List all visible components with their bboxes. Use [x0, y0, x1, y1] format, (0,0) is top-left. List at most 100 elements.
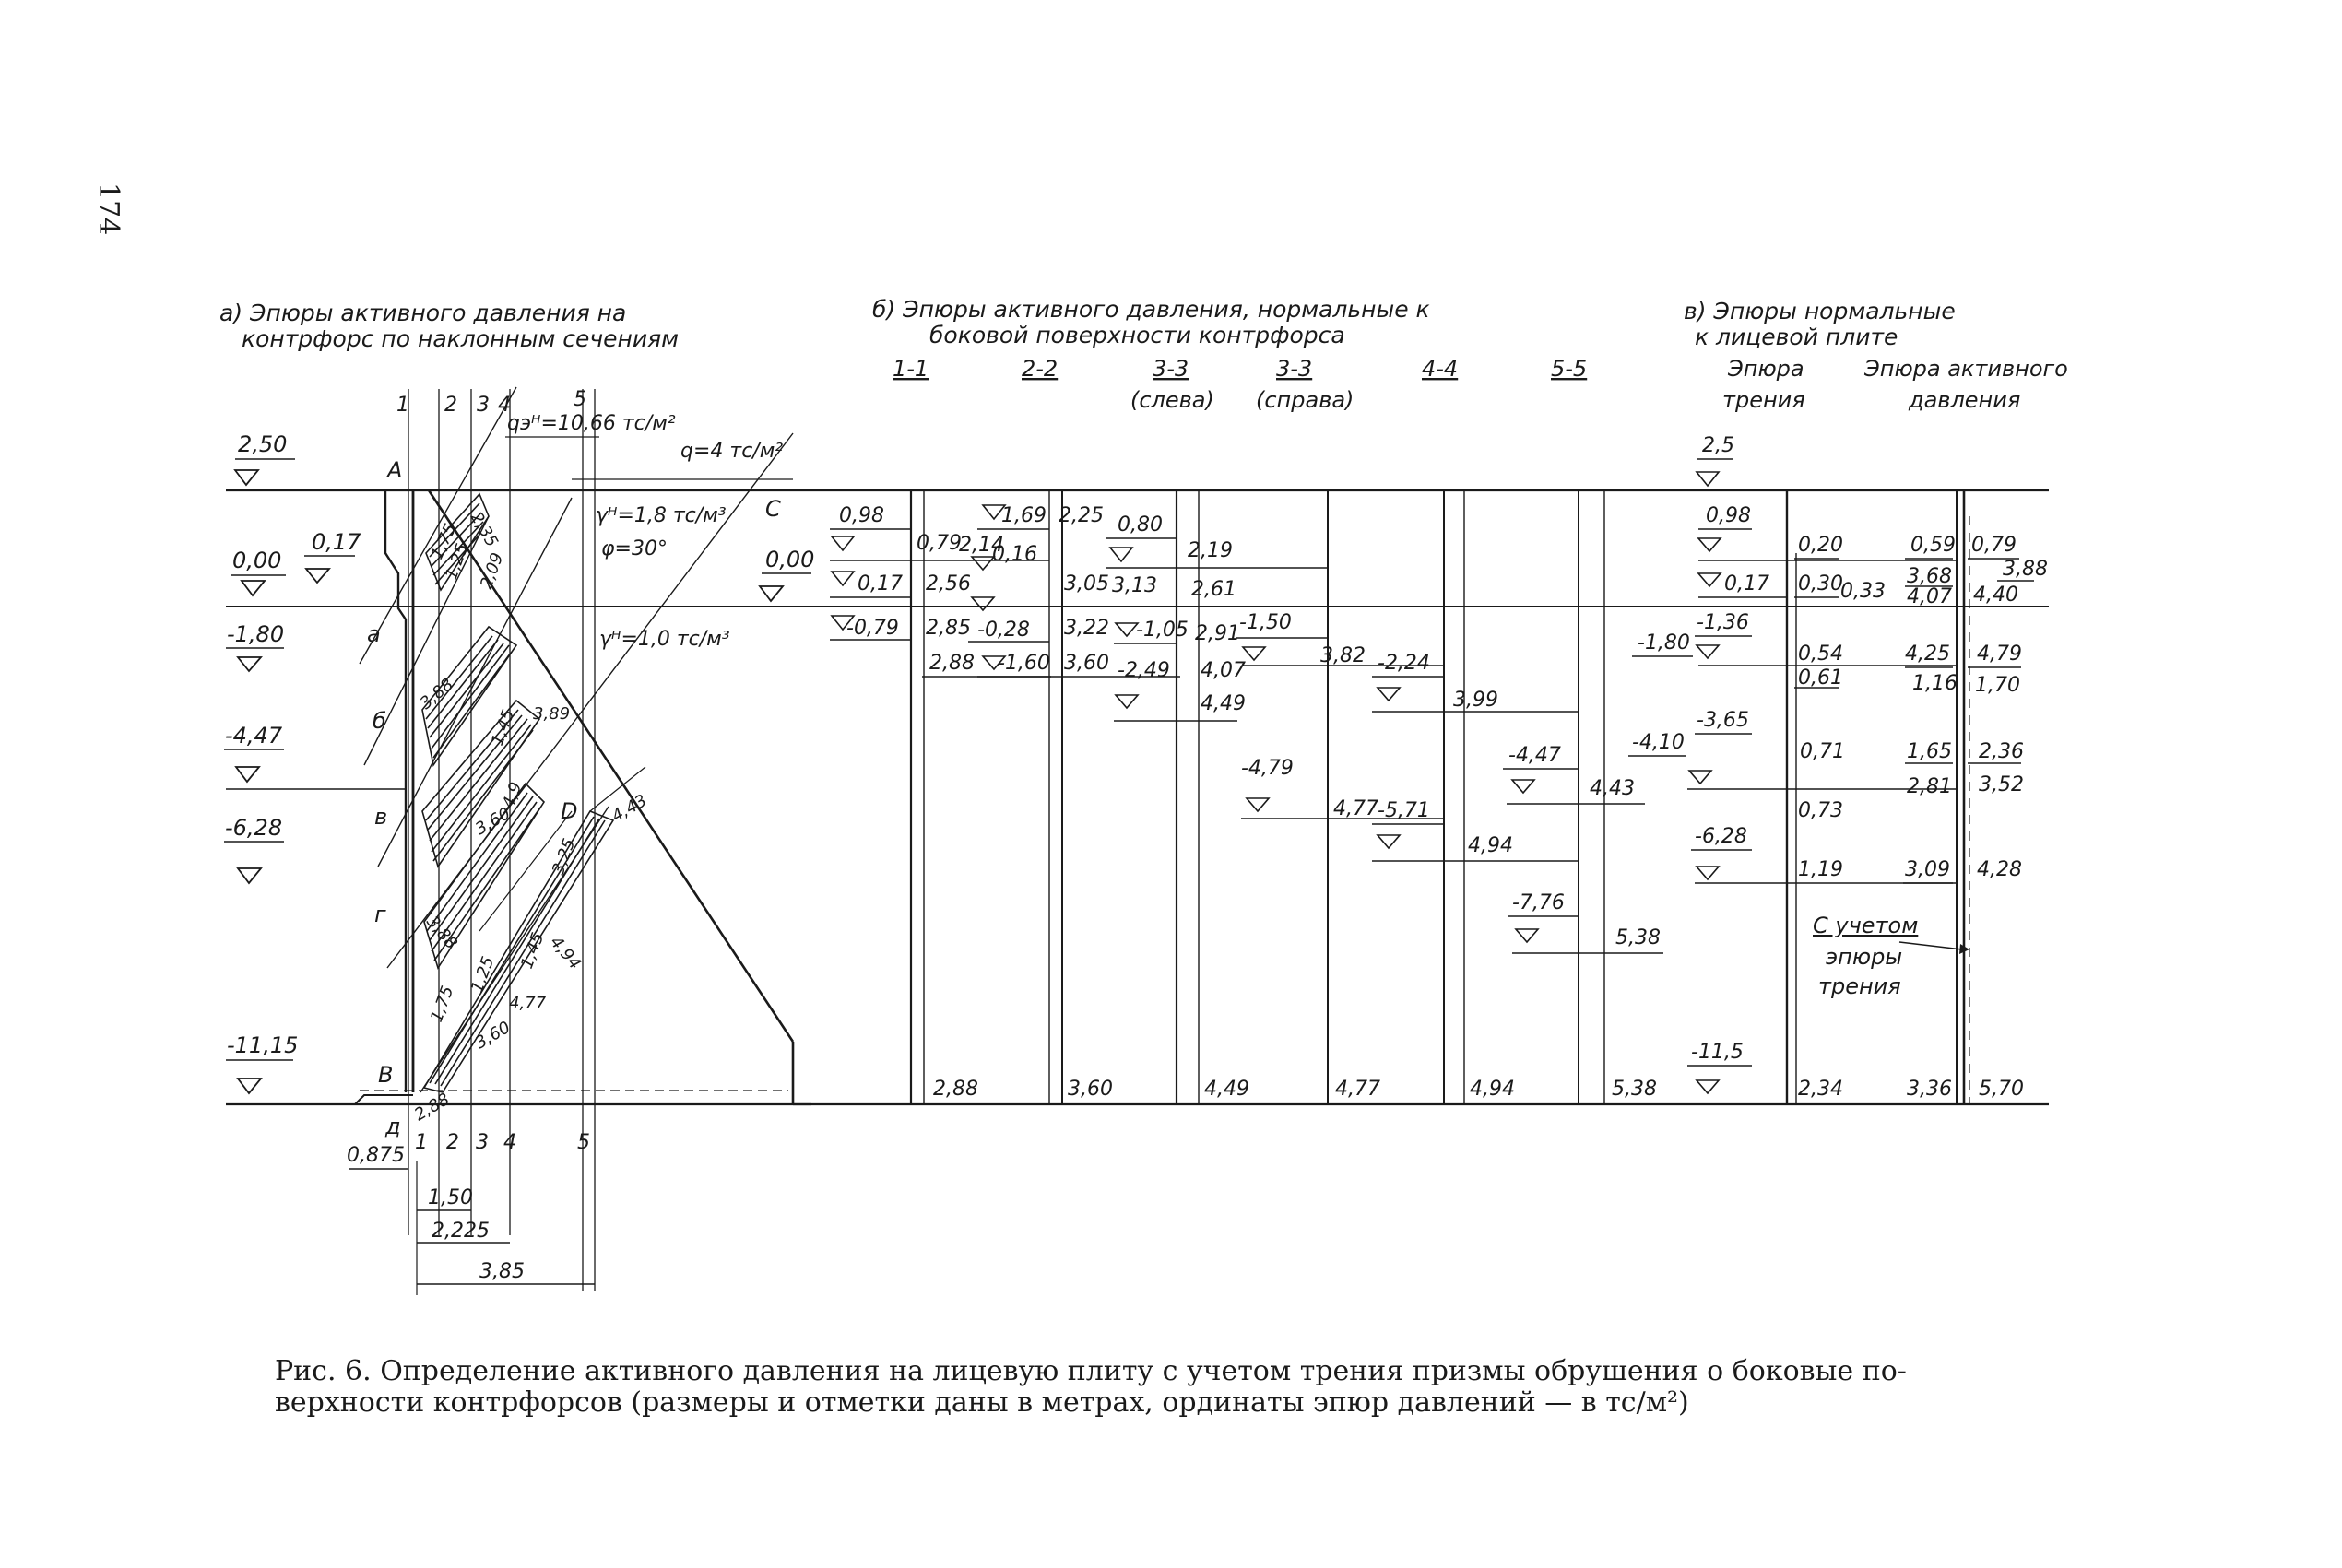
s3r-val-1: 3,82: [1320, 644, 1366, 667]
panel-b-title-line1: б) Эпюры активного давления, нормальные …: [872, 296, 1430, 323]
c-elev-minus-1-80: -1,80: [1638, 631, 1690, 654]
ordinate-1-45-d: 1,45: [517, 930, 548, 972]
section-number-3-bottom: 3: [476, 1131, 489, 1154]
with-friction-note-2: эпюры: [1826, 944, 1902, 970]
friction-3: 0,54: [1798, 643, 1843, 666]
inclined-sections: [359, 386, 794, 1093]
active-diagram-title-1: Эпюра активного: [1863, 356, 2068, 382]
bottom-4-4: 4,94: [1470, 1078, 1515, 1101]
diagram-section-2-2: 1,69 2,14 0,16 -0,28 -1,60 2,25 3,05 3,2…: [959, 504, 1180, 678]
section-number-4-top: 4: [498, 394, 511, 417]
friction-7: 1,19: [1798, 858, 1843, 881]
ordinate-3-60-d: 3,60: [472, 1018, 514, 1053]
elev-2-50: 2,50: [238, 431, 287, 457]
s4-val-1: 3,99: [1453, 689, 1498, 712]
c-elev-0-17: 0,17: [1724, 572, 1769, 595]
panel-c: в) Эпюры нормальные к лицевой плите Эпюр…: [1628, 298, 2068, 1104]
with-friction-2: 4,07: [1907, 585, 1952, 608]
s3l-val-6: 2,91: [1195, 622, 1240, 645]
elev-minus-11-15: -11,15: [227, 1032, 298, 1058]
s3r-val-3: 4,77: [1333, 797, 1378, 820]
c-elev-minus-11-5: -11,5: [1691, 1041, 1744, 1064]
section-number-1-bottom: 1: [415, 1131, 428, 1154]
s3r-val-0: -1,50: [1239, 611, 1292, 634]
s5-val-1: 4,43: [1590, 777, 1635, 800]
dim-0-875: 0,875: [347, 1144, 405, 1167]
with-friction-note-1: С учетом: [1813, 913, 1918, 938]
diagram-section-3-3-right: -1,50 3,82 -4,79 4,77: [1236, 611, 1444, 820]
caption-line-1: Рис. 6. Определение активного давления н…: [275, 1355, 1907, 1387]
with-friction-note-3: трения: [1818, 973, 1901, 999]
dim-1-50: 1,50: [428, 1186, 473, 1209]
s3l-val-1: 3,13: [1112, 574, 1157, 597]
panel-b-bottom-values: 2,88 3,60 4,49 4,77 4,94 5,38: [933, 1078, 1657, 1101]
s1-val-2: -0,79: [846, 617, 899, 640]
c-elev-minus-3-65: -3,65: [1697, 709, 1749, 732]
s4-val-3: 4,94: [1468, 834, 1513, 857]
active-8: 5,70: [1979, 1078, 2024, 1101]
pressure-diagram-hatch: [421, 492, 615, 1093]
diagram-section-4-4: -2,24 3,99 -5,71 4,94: [1372, 652, 1579, 862]
with-friction-3: 4,25: [1905, 643, 1950, 666]
s2-val-7: 3,22: [1064, 617, 1109, 640]
panel-a-title-line1: а) Эпюры активного давления на: [219, 300, 626, 326]
section-header-3-3-right: 3-3: [1276, 356, 1312, 382]
elev-0-00: 0,00: [232, 548, 281, 573]
s1-val-6: 2,88: [929, 652, 975, 675]
s4-val-0: -2,24: [1378, 652, 1430, 675]
active-1: 3,88: [2003, 558, 2048, 581]
ordinate-3-25: 3,25: [549, 836, 579, 878]
active-values: 0,79 3,88 4,40 4,79 1,70 2,36 3,52 4,28 …: [1968, 534, 2048, 1101]
panel-b-title-line2: боковой поверхности контрфорса: [929, 322, 1345, 348]
with-friction-0: 0,59: [1910, 534, 1956, 557]
s3r-val-2: -4,79: [1241, 757, 1294, 780]
panel-b-columns: [909, 490, 1605, 1104]
panel-a-title-line2: контрфорс по наклонным сечениям: [242, 325, 679, 352]
buttress-outline: [354, 489, 795, 1105]
with-friction-4: 1,16: [1912, 672, 1958, 695]
point-d: D: [561, 798, 577, 824]
section-header-1-1: 1-1: [893, 356, 929, 382]
caption-line-2: верхности контрфорсов (размеры и отметки…: [275, 1386, 1689, 1419]
active-2: 4,40: [1973, 584, 2018, 607]
diagram-section-1-1: 0,98 0,17 -0,79 0,79 2,56 2,85 2,88: [830, 504, 1051, 678]
gamma-lower-label: γᴴ=1,0 тс/м³: [599, 628, 730, 651]
s2-val-1: 2,14: [959, 534, 1004, 557]
friction-values: 0,20 0,30 0,33 0,54 0,61 0,71 0,73 1,19 …: [1794, 534, 1886, 1101]
phi-label: φ=30°: [601, 537, 668, 560]
active-6: 3,52: [1979, 773, 2024, 796]
panel-c-title-line1: в) Эпюры нормальные: [1684, 298, 1956, 324]
section-header-4-4: 4-4: [1422, 356, 1458, 382]
section-letter-g: г: [374, 902, 386, 927]
s2-val-4: -1,60: [998, 652, 1050, 675]
with-friction-values: 0,59 3,68 4,07 4,25 1,16 1,65 2,81 3,09 …: [1903, 534, 1958, 1101]
friction-diagram-title-2: трения: [1722, 387, 1805, 413]
c-elev-0-98: 0,98: [1706, 504, 1751, 527]
bottom-5-5: 5,38: [1612, 1078, 1657, 1101]
s3l-val-2: -1,05: [1136, 619, 1189, 642]
s1-val-4: 2,56: [926, 572, 971, 595]
friction-5: 0,71: [1800, 740, 1845, 763]
dim-2-225: 2,225: [432, 1220, 490, 1243]
c-elev-minus-6-28: -6,28: [1695, 825, 1747, 848]
s4-val-2: -5,71: [1378, 799, 1430, 822]
s1-val-0: 0,98: [839, 504, 884, 527]
panel-a-ordinates: 1,75 2,35 2,09 1,25 3,88 3,89 4,9 4,43 3…: [411, 509, 650, 1125]
friction-6: 0,73: [1798, 799, 1843, 822]
friction-0: 0,20: [1798, 534, 1843, 557]
section-header-2-2: 2-2: [1022, 356, 1058, 382]
s5-val-0: -4,47: [1508, 744, 1561, 767]
s5-val-3: 5,38: [1615, 926, 1661, 949]
panel-c-title-line2: к лицевой плите: [1695, 324, 1898, 350]
section-letter-a: а: [367, 621, 381, 647]
elev-minus-6-28: -6,28: [225, 815, 282, 841]
friction-1: 0,30: [1798, 572, 1843, 595]
elev-0-00-right: 0,00: [765, 547, 814, 572]
elev-minus-4-47: -4,47: [225, 723, 283, 749]
friction-diagram-title-1: Эпюра: [1727, 356, 1804, 382]
s3l-val-4: 2,19: [1188, 539, 1233, 562]
ordinate-2-88: 2,88: [411, 1090, 453, 1125]
active-diagram-title-2: давления: [1908, 387, 2020, 413]
section-letter-b: б: [373, 708, 386, 734]
